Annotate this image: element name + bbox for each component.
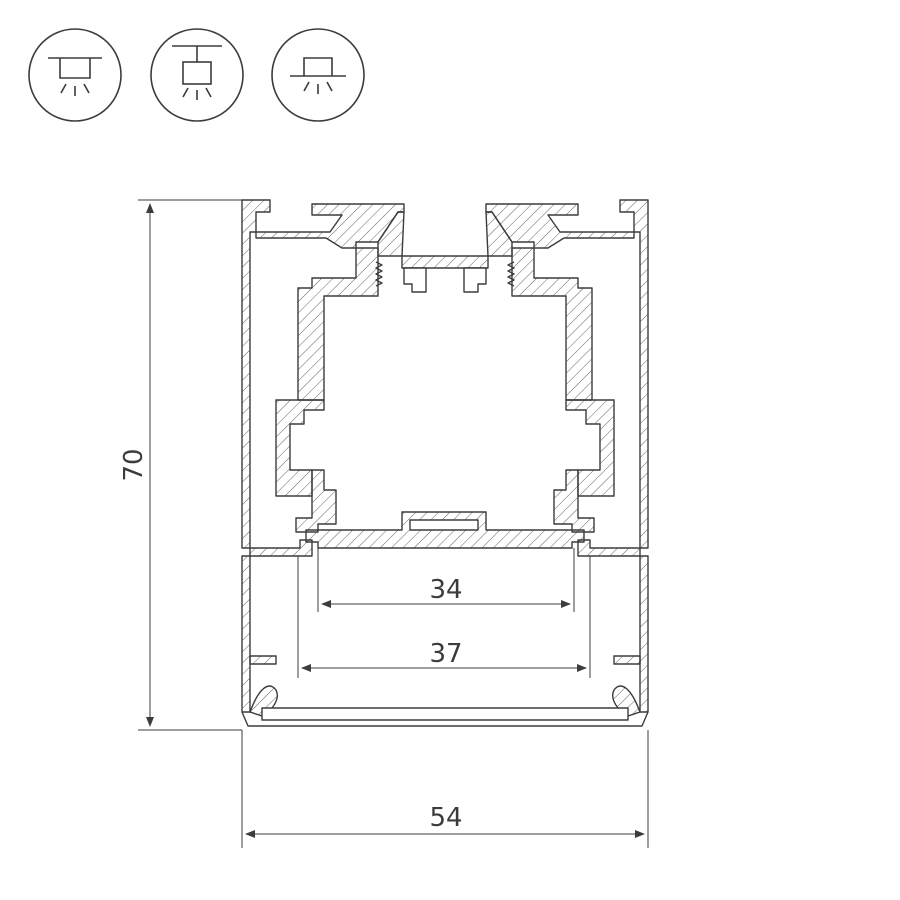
dimension-width-label: 54 xyxy=(429,803,462,833)
surface-mount-icon xyxy=(271,28,365,122)
recessed-mount-icon xyxy=(28,28,122,122)
suspended-mount-icon xyxy=(150,28,244,122)
dimension-lines xyxy=(138,199,649,848)
dimension-inner-34-label: 34 xyxy=(429,575,462,605)
profile-cross-section xyxy=(241,199,649,727)
dimension-inner-37-label: 37 xyxy=(429,639,462,669)
dimension-height-label: 70 xyxy=(119,448,149,481)
